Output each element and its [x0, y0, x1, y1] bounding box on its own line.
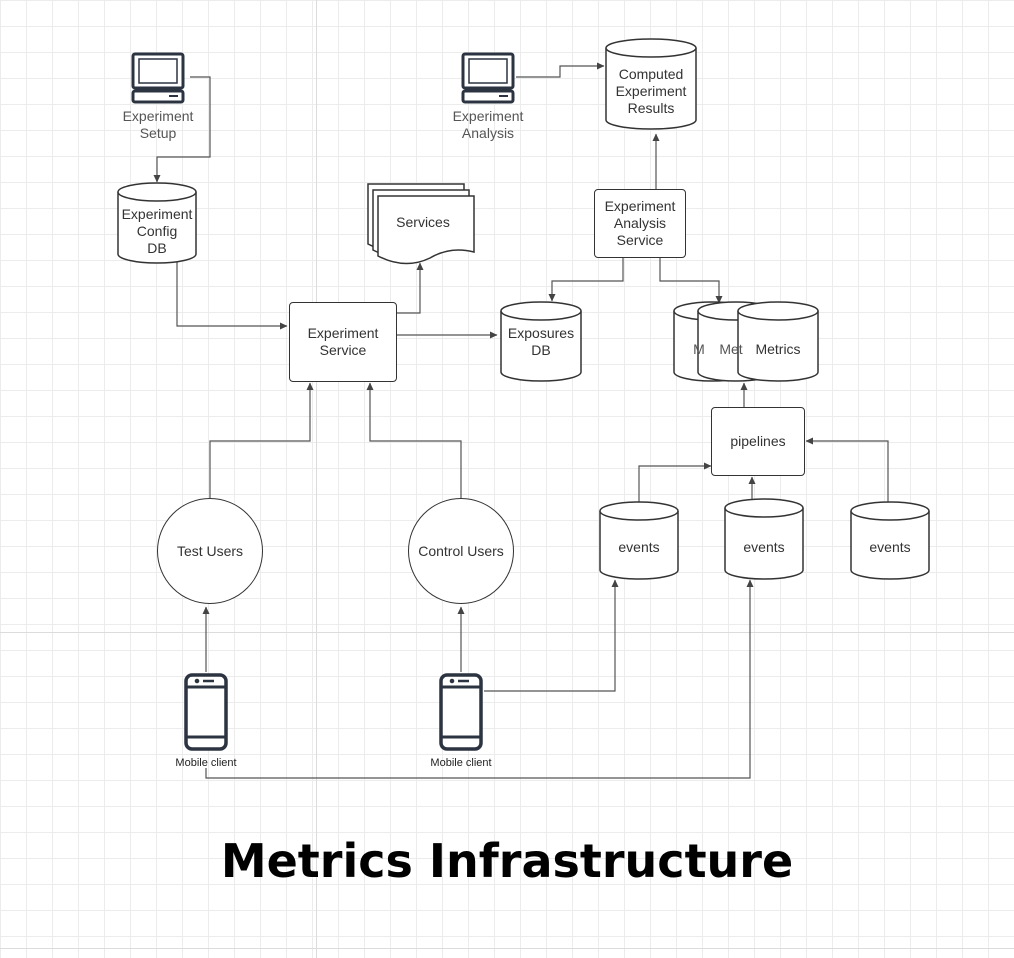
- edge-events3-to-pipelines: [805, 437, 889, 503]
- control-users-circle: Control Users: [408, 498, 514, 604]
- test-users-circle: Test Users: [157, 498, 263, 604]
- mobile-client-1-label: Mobile client: [175, 757, 237, 769]
- computer-icon: [461, 52, 515, 104]
- mobile-phone-icon: [439, 673, 483, 751]
- mobile-client-2-label: Mobile client: [430, 757, 492, 769]
- edge-controlusers-to-expservice: [366, 382, 462, 498]
- computed-results-db-shape: [605, 38, 697, 130]
- metrics-db-front-label: Metrics: [755, 340, 801, 357]
- events-db-3-shape: [850, 501, 930, 580]
- services-label: Services: [396, 213, 450, 230]
- grid-major-horizontal-bottom: [0, 948, 1014, 949]
- experiment-analysis-label: Experiment Analysis: [452, 108, 524, 141]
- edge-setup-to-config: [153, 76, 211, 183]
- experiment-setup-label: Experiment Setup: [122, 108, 194, 141]
- metrics-db-mid-label: Met: [719, 340, 743, 357]
- events-db-2-label: events: [743, 538, 785, 555]
- edge-testusers-to-expservice: [209, 382, 314, 498]
- edge-analysis-to-results: [516, 62, 605, 78]
- exposures-db-shape: [500, 301, 582, 382]
- grid-major-vertical: [316, 0, 317, 958]
- services-document-stack: [367, 183, 475, 265]
- mobile-phone-icon: [184, 673, 228, 751]
- computed-results-label: Computed Experiment Results: [615, 65, 687, 116]
- events-db-3-label: events: [869, 538, 911, 555]
- edge-events1-to-pipelines: [638, 462, 712, 503]
- events-db-1-label: events: [618, 538, 660, 555]
- experiment-config-db-label: Experiment Config DB: [121, 205, 193, 256]
- metrics-db-front-shape: [737, 301, 819, 382]
- pipelines-box: pipelines: [711, 407, 805, 476]
- events-db-1-shape: [599, 501, 679, 580]
- edge-config-to-expservice: [176, 262, 288, 330]
- metrics-db-back-label: M: [693, 340, 705, 357]
- edge-analysisservice-to-metrics: [659, 258, 723, 304]
- events-db-2-shape: [724, 498, 804, 580]
- page-title: Metrics Infrastructure: [220, 834, 794, 888]
- exposures-db-label: Exposures DB: [507, 325, 575, 358]
- edge-analysisservice-to-exposures: [548, 258, 624, 302]
- grid-major-horizontal: [0, 632, 1014, 633]
- computer-icon: [131, 52, 185, 104]
- edge-mobile2-to-events1: [484, 579, 619, 692]
- experiment-service-box: Experiment Service: [289, 302, 397, 382]
- edge-mobile1-to-events2: [205, 579, 754, 779]
- edge-expservice-to-services: [397, 262, 424, 314]
- experiment-config-db-shape: [117, 182, 197, 264]
- experiment-analysis-service-box: Experiment Analysis Service: [594, 189, 686, 258]
